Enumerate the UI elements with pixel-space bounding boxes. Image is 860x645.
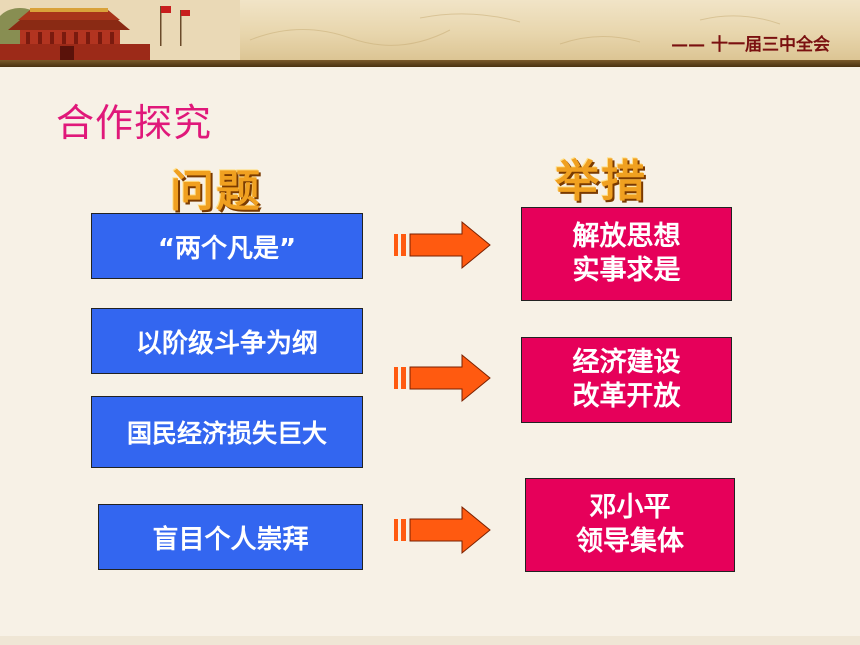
problem-box: 国民经济损失巨大 xyxy=(91,396,363,468)
measure-line: 改革开放 xyxy=(572,381,681,412)
header-banner: —— 十一届三中全会 xyxy=(0,0,860,60)
measure-line: 实事求是 xyxy=(572,255,681,286)
measure-line: 解放思想 xyxy=(572,221,681,252)
page-bottom-strip xyxy=(0,636,860,645)
problem-box: 盲目个人崇拜 xyxy=(98,504,363,570)
problem-box: “两个凡是” xyxy=(91,213,363,279)
right-arrow-icon xyxy=(394,220,491,270)
measure-box: 经济建设 改革开放 xyxy=(521,337,732,423)
section-title: 合作探究 xyxy=(56,101,213,145)
problems-heading: 问题 xyxy=(170,166,262,217)
measure-line: 邓小平 xyxy=(589,492,671,523)
right-arrow-icon xyxy=(394,353,491,403)
measure-box: 邓小平 领导集体 xyxy=(525,478,735,572)
header-divider xyxy=(0,60,860,67)
measure-line: 领导集体 xyxy=(576,526,684,557)
problem-box: 以阶级斗争为纲 xyxy=(91,308,363,374)
right-arrow-icon xyxy=(394,505,491,555)
measure-line: 经济建设 xyxy=(572,347,681,378)
measures-heading: 举措 xyxy=(555,156,647,207)
lesson-subtitle: —— 十一届三中全会 xyxy=(671,35,830,55)
tiananmen-gate-illustration xyxy=(0,0,781,60)
measure-box: 解放思想 实事求是 xyxy=(521,207,732,301)
